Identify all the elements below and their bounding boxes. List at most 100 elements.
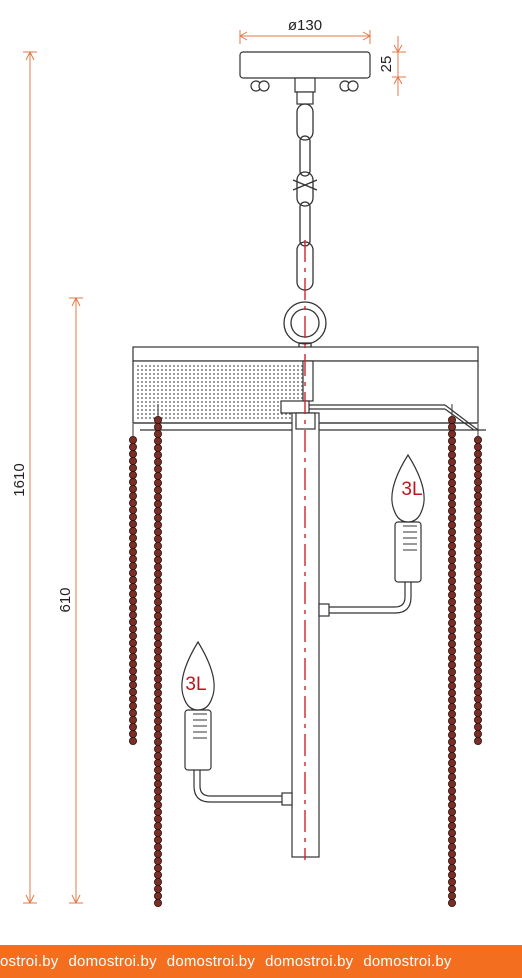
bead — [447, 857, 456, 866]
bead — [473, 527, 482, 536]
bead — [473, 639, 482, 648]
bead — [447, 836, 456, 845]
bead — [128, 681, 137, 690]
upper-arm — [318, 582, 412, 617]
bead — [128, 632, 137, 641]
bead — [473, 674, 482, 683]
bead — [128, 583, 137, 592]
bead — [473, 667, 482, 676]
bead — [153, 864, 162, 873]
watermark-bar: ostroi.by domostroi.by domostroi.by domo… — [0, 945, 522, 978]
bead — [473, 513, 482, 522]
bead — [447, 724, 456, 733]
bead — [128, 576, 137, 585]
bead — [473, 590, 482, 599]
bead — [447, 506, 456, 515]
bead — [153, 710, 162, 719]
bead — [128, 555, 137, 564]
bead — [447, 661, 456, 670]
bead — [153, 443, 162, 452]
bead — [447, 605, 456, 614]
bead — [447, 584, 456, 593]
bead — [153, 556, 162, 565]
bead — [153, 612, 162, 621]
bead — [128, 639, 137, 648]
bead — [447, 892, 456, 901]
lower-arm — [193, 770, 293, 806]
bead — [473, 541, 482, 550]
bead — [153, 759, 162, 768]
bead — [473, 583, 482, 592]
bead — [447, 429, 456, 438]
bead — [473, 625, 482, 634]
bead — [128, 562, 137, 571]
bead — [153, 549, 162, 558]
bead — [128, 688, 137, 697]
bead — [128, 442, 137, 451]
bead — [128, 730, 137, 739]
bead — [473, 653, 482, 662]
bead — [153, 857, 162, 866]
bead — [473, 470, 482, 479]
bead — [447, 549, 456, 558]
bead — [153, 584, 162, 593]
bead — [153, 745, 162, 754]
bead — [447, 780, 456, 789]
bead — [447, 696, 456, 705]
bead — [153, 506, 162, 515]
bead — [153, 422, 162, 431]
bead — [447, 640, 456, 649]
bead — [153, 801, 162, 810]
bead — [473, 688, 482, 697]
bead — [153, 478, 162, 487]
bead — [473, 597, 482, 606]
bead — [153, 892, 162, 901]
bead — [447, 415, 456, 424]
bead — [153, 471, 162, 480]
bead — [447, 422, 456, 431]
bead — [447, 612, 456, 621]
bead — [447, 871, 456, 880]
bead — [447, 864, 456, 873]
bead — [447, 443, 456, 452]
bead — [153, 696, 162, 705]
bead — [153, 689, 162, 698]
bead — [447, 787, 456, 796]
bead — [153, 885, 162, 894]
bead — [473, 491, 482, 500]
bead — [447, 822, 456, 831]
bead — [473, 505, 482, 514]
bead — [473, 534, 482, 543]
bead — [447, 542, 456, 551]
lower-bulb-icon — [181, 640, 215, 711]
bead — [153, 499, 162, 508]
lower-candle-socket — [184, 709, 212, 771]
watermark-text: ostroi.by — [0, 953, 59, 970]
bead — [473, 456, 482, 465]
bead — [473, 681, 482, 690]
bead — [447, 717, 456, 726]
bead — [473, 562, 482, 571]
bead — [153, 752, 162, 761]
bead — [447, 899, 456, 908]
bead — [473, 576, 482, 585]
lamp-technical-drawing: ø130 25 1610 610 — [11, 17, 486, 908]
bead — [447, 752, 456, 761]
bead — [447, 689, 456, 698]
bead — [153, 605, 162, 614]
total-height-label: 1610 — [11, 463, 28, 496]
bead — [447, 450, 456, 459]
bead — [153, 640, 162, 649]
bead — [153, 738, 162, 747]
watermark-text: domostroi.by — [68, 953, 157, 970]
bead — [128, 709, 137, 718]
bead — [447, 878, 456, 887]
bead — [128, 498, 137, 507]
bead — [128, 702, 137, 711]
bead — [153, 766, 162, 775]
bead — [128, 484, 137, 493]
bead — [153, 429, 162, 438]
bead — [447, 619, 456, 628]
bead — [153, 731, 162, 740]
bead — [447, 738, 456, 747]
